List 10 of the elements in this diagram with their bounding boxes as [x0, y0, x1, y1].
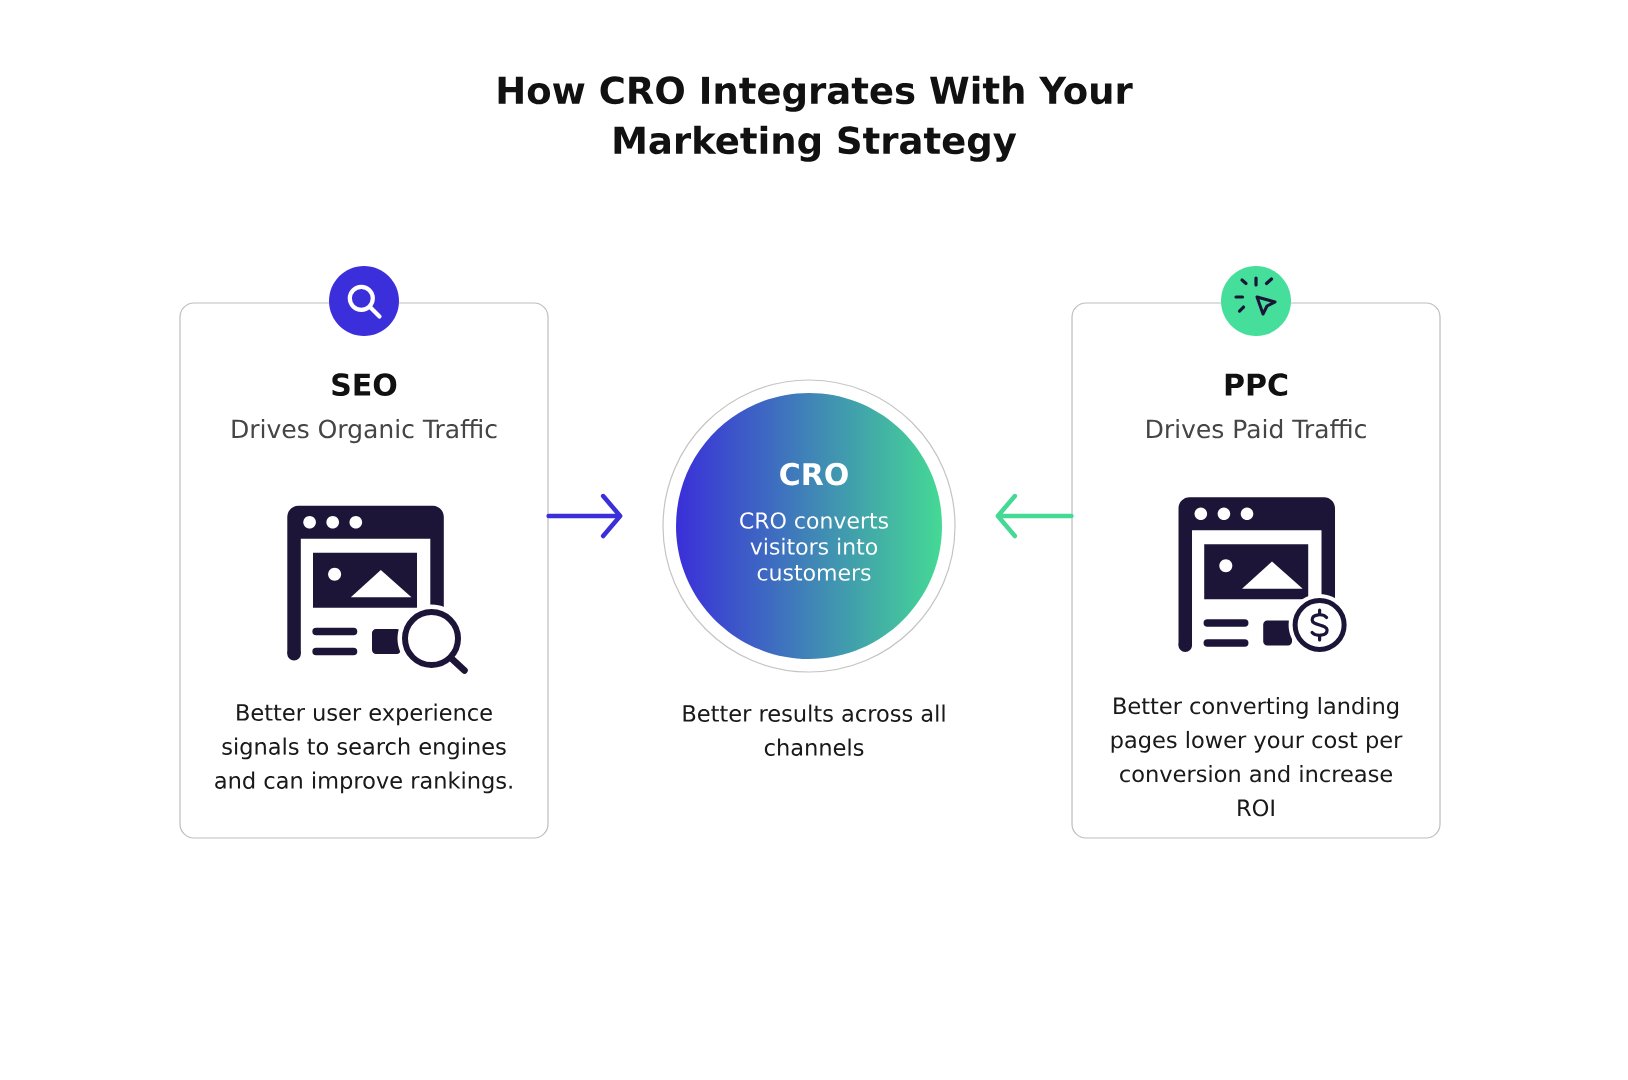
- node-caption: Better results across all channels: [683, 704, 945, 756]
- node-title: CRO: [780, 462, 848, 486]
- card-subtitle: Drives Organic Traffic: [232, 419, 497, 444]
- card-title: SEO: [332, 373, 397, 397]
- card-text: Better user experience signals to search engines and can improve rankings.: [215, 703, 512, 794]
- title: How CRO Integrates With Your Marketing Strategy: [498, 75, 1133, 162]
- card-subtitle: Drives Paid Traffic: [1147, 419, 1366, 439]
- card-title: PPC: [1225, 373, 1288, 397]
- node-text: CRO converts visitors into customers: [740, 512, 888, 581]
- card-text: Better converting landing pages lower your cost per conversion and increase ROI: [1111, 696, 1403, 817]
